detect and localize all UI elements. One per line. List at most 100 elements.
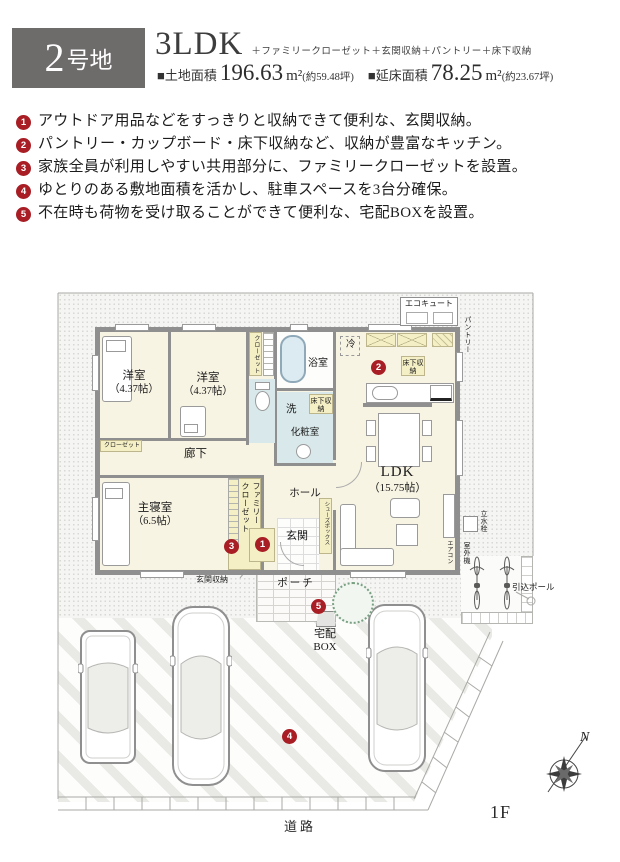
master-size: （6.5帖） [132, 516, 178, 527]
lot-number-suffix: 号地 [66, 48, 113, 73]
plan-badge-1: 1 [255, 537, 270, 552]
closet: クローゼット [249, 332, 262, 376]
bicycle-icon [469, 556, 485, 610]
lot-number: 2 [44, 35, 65, 80]
bedroom1-label: 洋室 [122, 370, 146, 382]
land-area-tsubo: (約59.48坪) [302, 72, 354, 83]
feature-item: 1 アウトドア用品などをすっきりと収納できて便利な、玄関収納。 [16, 113, 608, 130]
wall [274, 463, 336, 466]
compass-north-label: N [579, 730, 590, 745]
house-outline: 洋室 （4.37帖） 洋室 （4.37帖） クローゼット 浴室 洗 床下収納 化… [95, 327, 460, 575]
plan-extra-features: ＋ファミリークローゼット＋玄関収納＋パントリー＋床下収納 [251, 47, 532, 57]
land-area-unit: m² [286, 68, 303, 84]
side-table [396, 524, 418, 546]
entrance-storage-label: 玄関収納 [196, 575, 228, 584]
ecocute-tank [406, 312, 428, 324]
feature-item: 5 不在時も荷物を受け取ることができて便利な、宅配BOXを設置。 [16, 205, 608, 222]
feature-number-badge: 3 [16, 161, 31, 176]
wall [274, 332, 277, 465]
corridor-label: 廊下 [184, 448, 207, 460]
dining-table [378, 413, 420, 467]
pillow [106, 340, 126, 352]
window [350, 571, 406, 578]
land-area-label: ■土地面積 [157, 68, 217, 83]
bedroom2-label: 洋室 [196, 372, 220, 384]
chair [366, 446, 376, 462]
toilet-tank [255, 382, 270, 390]
chair [366, 420, 376, 436]
underfloor-storage: 床下収納 [309, 394, 333, 414]
plan-badge-4: 4 [282, 729, 297, 744]
window [182, 324, 216, 331]
armchair [390, 498, 420, 518]
family-closet-label-2: クローゼット [241, 482, 250, 533]
chair [422, 420, 432, 436]
chair [422, 446, 432, 462]
feature-text: 不在時も荷物を受け取ることができて便利な、宅配BOXを設置。 [38, 205, 484, 221]
closet: クローゼット [100, 440, 142, 452]
feature-item: 3 家族全員が利用しやすい共用部分に、ファミリークローゼットを設置。 [16, 159, 608, 176]
floor-area-unit: m² [485, 68, 502, 84]
aircon-label: エアコン [445, 540, 452, 564]
floor-indicator: 1F [490, 802, 512, 822]
outdoor-unit-label: 室外機 [463, 542, 472, 565]
counter-edge [363, 403, 432, 407]
wall [100, 438, 249, 441]
bath-label: 浴室 [308, 358, 328, 369]
plan-title: 3LDK ＋ファミリークローゼット＋玄関収納＋パントリー＋床下収納 [155, 26, 532, 63]
feature-number-badge: 2 [16, 138, 31, 153]
closet-label: クローゼット [252, 335, 259, 374]
tree-symbol [332, 582, 374, 624]
closet-label: クローゼット [104, 443, 141, 449]
road-label: 道路 [284, 819, 317, 834]
walkway-tiles-vertical [521, 556, 533, 622]
window [456, 352, 463, 382]
feature-number-badge: 5 [16, 207, 31, 222]
bathtub [280, 335, 306, 383]
underfloor-storage: 床下収納 [401, 356, 425, 376]
wall [246, 332, 249, 445]
refrigerator-space: 冷 [340, 336, 360, 356]
wall [261, 475, 264, 570]
closet-shelves [228, 478, 239, 548]
kitchen-sink [372, 386, 398, 400]
fridge-label: 冷 [346, 340, 356, 350]
floor-area-value: 78.25 [430, 60, 483, 85]
pantry-label: パントリー [464, 316, 473, 354]
hall-label: ホール [289, 488, 321, 499]
wall [333, 332, 336, 460]
window [115, 324, 149, 331]
pillow [105, 488, 123, 499]
ldk-size: （15.75帖） [368, 482, 427, 494]
car-minivan [78, 630, 138, 764]
ldk-label: LDK [380, 464, 415, 480]
window [368, 324, 412, 331]
area-figures: ■土地面積 196.63 m² (約59.48坪) ■延床面積 78.25 m²… [157, 60, 567, 86]
ecocute-label: エコキュート [405, 299, 453, 308]
powder-label: 化粧室 [290, 428, 320, 438]
window [456, 420, 463, 476]
tap-label: 立水栓 [480, 510, 489, 533]
bicycle-icon [499, 556, 515, 610]
pillow [184, 424, 198, 433]
wall [168, 332, 171, 438]
bedroom2-size: （4.37帖） [183, 386, 233, 397]
entrance-label: 玄関 [286, 530, 308, 542]
floor-area-label: ■延床面積 [367, 68, 428, 83]
sofa [340, 548, 394, 566]
wall [100, 475, 264, 478]
land-area-value: 196.63 [219, 60, 284, 85]
car-suv [366, 604, 428, 772]
cupboard [397, 333, 427, 347]
shoes-box: シューズボックス [319, 498, 332, 554]
feature-list: 1 アウトドア用品などをすっきりと収納できて便利な、玄関収納。 2 パントリー・… [16, 113, 608, 228]
feature-text: 家族全員が利用しやすい共用部分に、ファミリークローゼットを設置。 [38, 159, 528, 175]
window [92, 355, 99, 391]
floor-area-tsubo: (約23.67坪) [501, 72, 554, 83]
window [290, 324, 308, 331]
compass-rose: N [546, 730, 590, 793]
wall [333, 510, 336, 570]
cupboard [366, 333, 396, 347]
